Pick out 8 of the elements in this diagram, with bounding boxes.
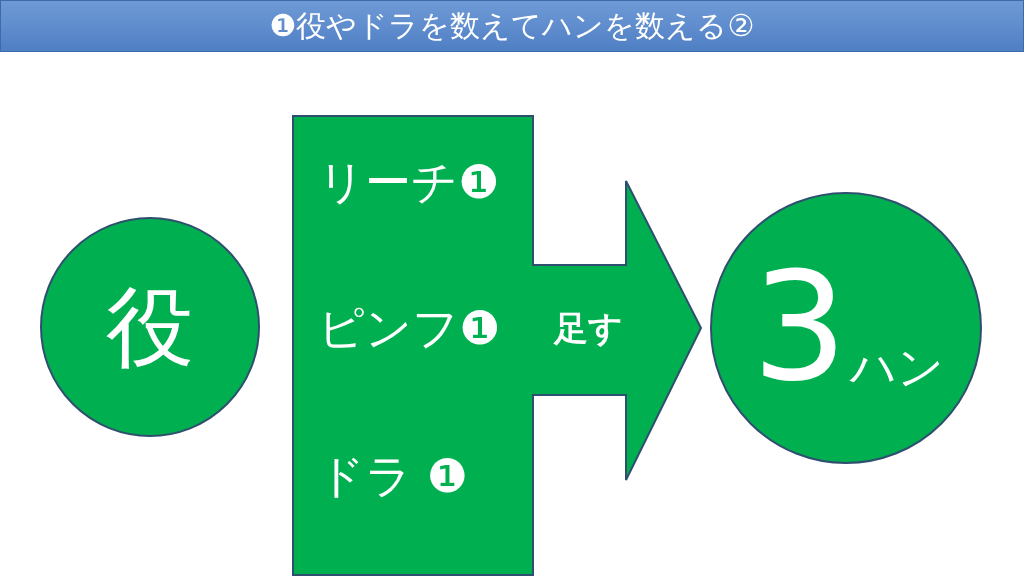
circle-label: 役 — [106, 283, 194, 371]
number-label: 3 — [752, 252, 848, 402]
list-item: ドラ ❶ — [318, 453, 468, 499]
unit-label: ハン — [850, 344, 944, 390]
title-banner: ❶役やドラを数えてハンを数える② — [0, 0, 1024, 52]
arrow-label: 足す — [554, 311, 623, 345]
list-item: ピンフ❶ — [318, 305, 501, 351]
list-item: リーチ❶ — [318, 159, 500, 205]
